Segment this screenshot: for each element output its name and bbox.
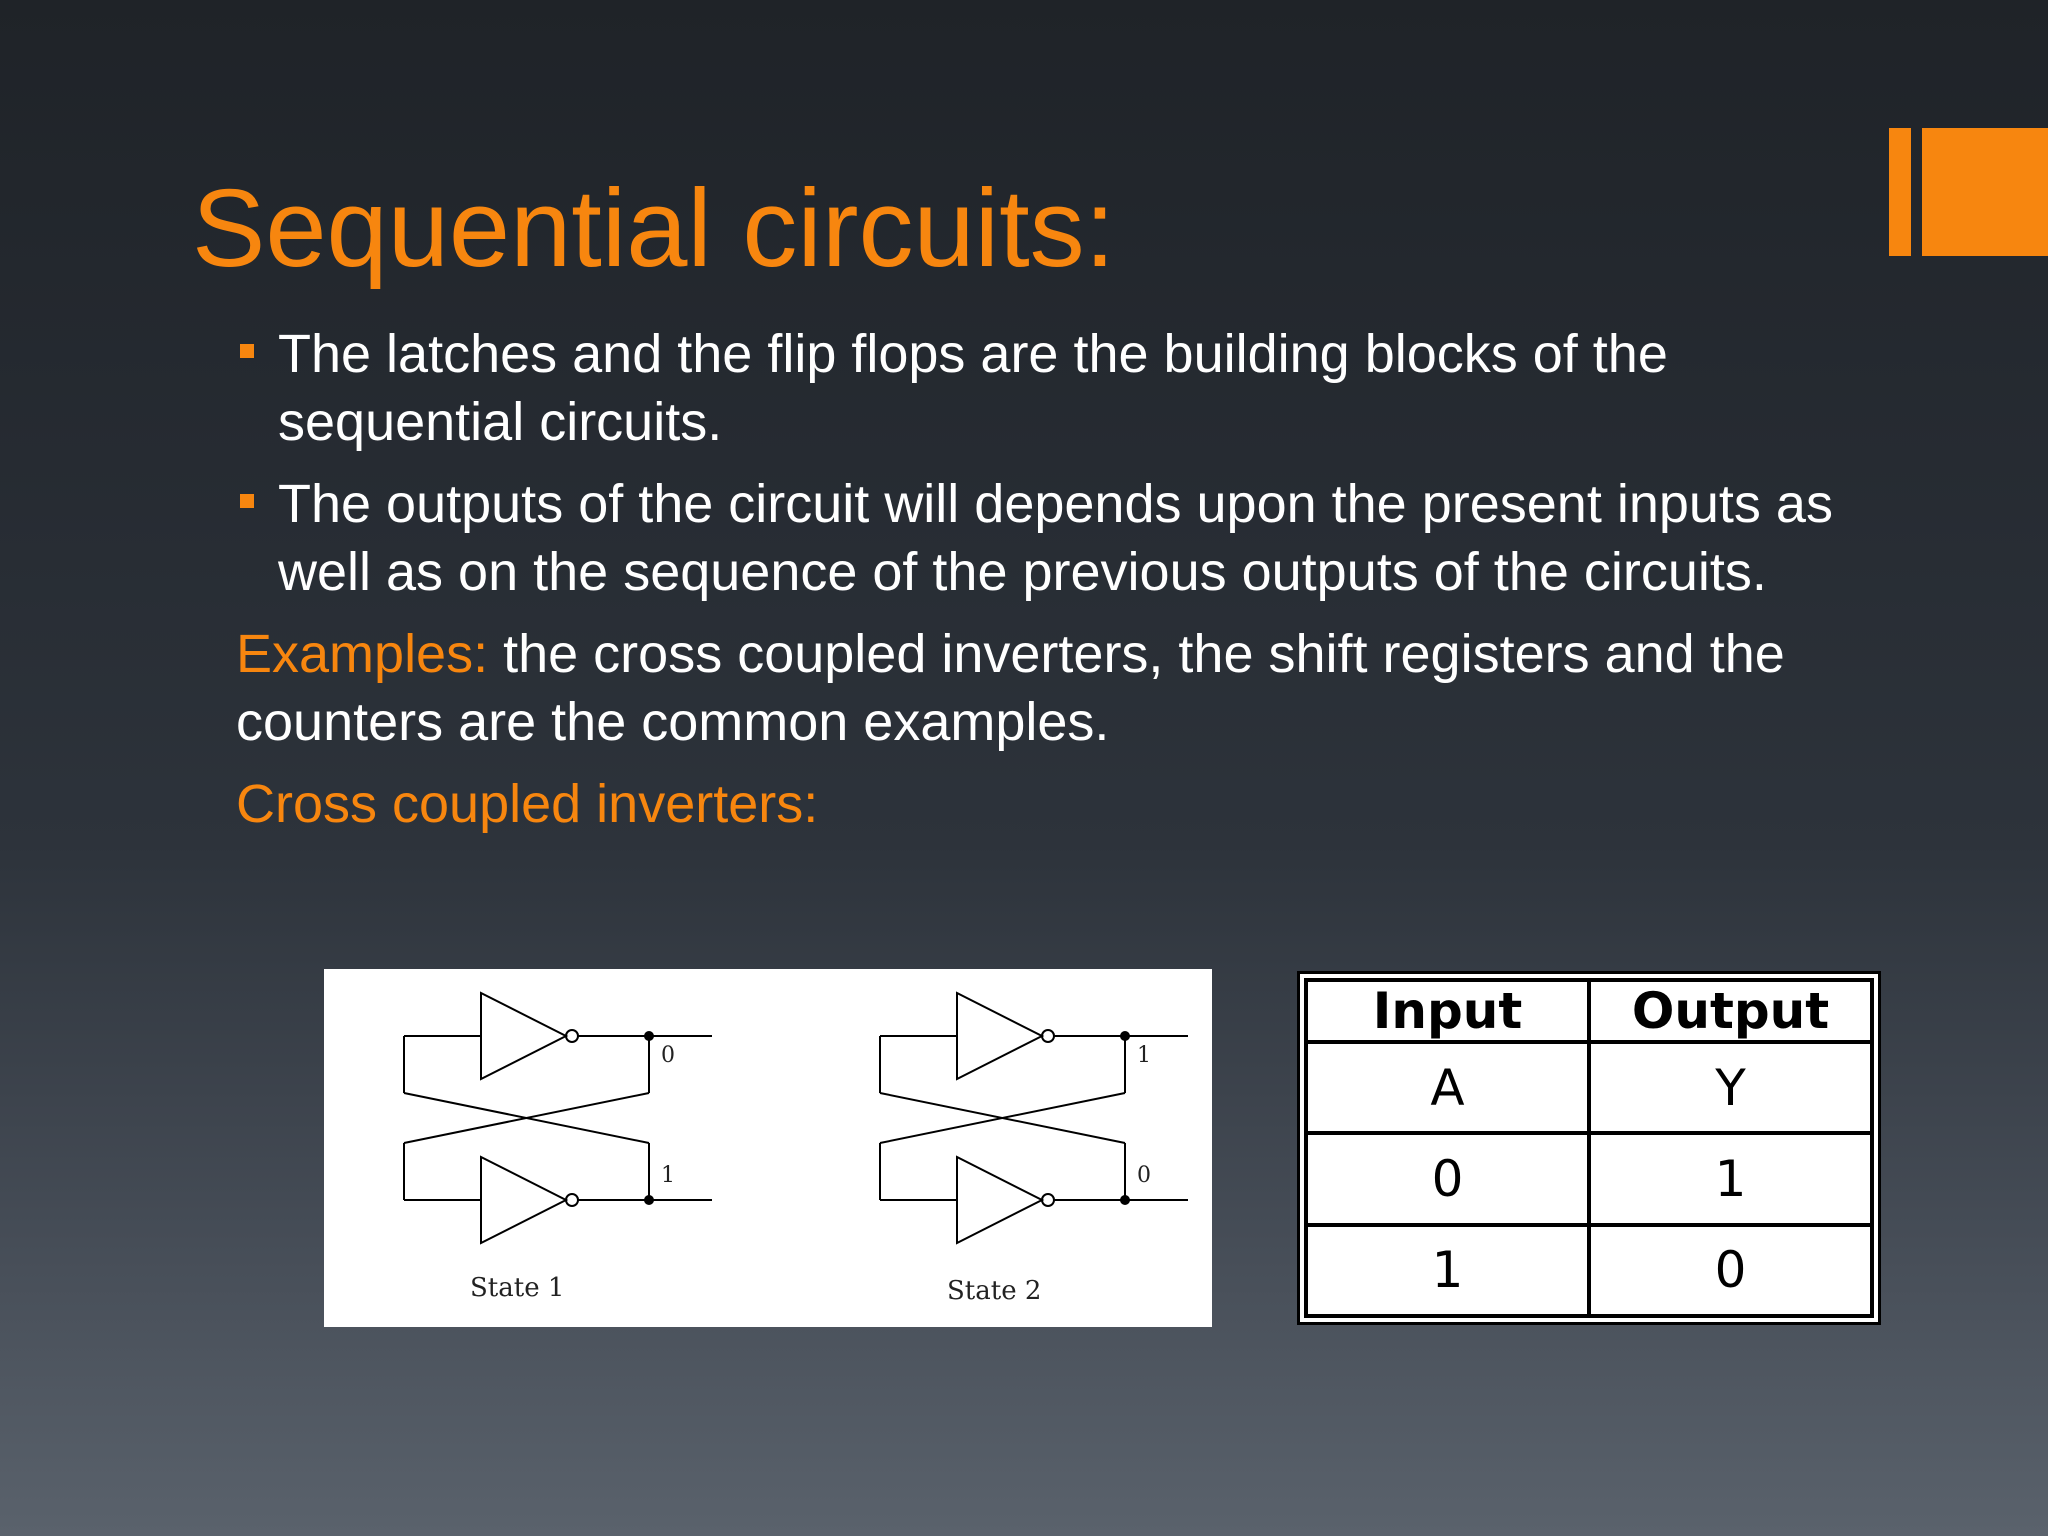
state-1-caption: State 1: [470, 1273, 564, 1303]
header-output: Output: [1587, 978, 1874, 1044]
bullet-text: The outputs of the circuit will depends …: [278, 474, 1833, 602]
subheading: Cross coupled inverters:: [236, 774, 819, 834]
inverter-diagram-svg: 0 1 1 0 State 1 State 2: [403, 991, 1188, 1306]
examples-paragraph: Examples: the cross coupled inverters, t…: [236, 620, 1836, 756]
square-bullet-icon: [240, 344, 254, 358]
state-1-bottom-output: 1: [661, 1163, 675, 1188]
inverter-bottom-icon: [480, 1155, 569, 1245]
state-1-top-output: 0: [661, 1043, 675, 1068]
examples-label: Examples:: [236, 624, 489, 684]
table-cell: Y: [1587, 1039, 1874, 1136]
state-2-circuit: [879, 991, 1188, 1245]
table-cell: A: [1304, 1039, 1591, 1136]
table-header-row: Input Output: [1304, 978, 1874, 1044]
inverter-top-icon: [480, 991, 569, 1081]
table-row: A Y: [1304, 1039, 1874, 1136]
square-bullet-icon: [240, 494, 254, 508]
state-2-caption: State 2: [947, 1276, 1041, 1306]
slide-title: Sequential circuits:: [192, 167, 1116, 290]
bullet-item: The latches and the flip flops are the b…: [236, 320, 1836, 456]
accent-bar-block: [1922, 128, 2048, 256]
table-cell: 1: [1587, 1131, 1874, 1227]
bullet-item: The outputs of the circuit will depends …: [236, 470, 1836, 606]
table-cell: 0: [1304, 1131, 1591, 1227]
table-row: 1 0: [1304, 1222, 1874, 1319]
header-input: Input: [1304, 978, 1591, 1044]
state-2-top-output: 1: [1137, 1043, 1151, 1068]
table-cell: 0: [1587, 1222, 1874, 1319]
table-cell: 1: [1304, 1222, 1591, 1319]
state-1-circuit: [403, 991, 712, 1245]
state-2-bottom-output: 0: [1137, 1163, 1151, 1188]
truth-table: Input Output A Y 0 1 1 0: [1297, 971, 1881, 1325]
table-row: 0 1: [1304, 1131, 1874, 1227]
truth-table-grid: Input Output A Y 0 1 1 0: [1304, 978, 1874, 1319]
accent-bar-thin: [1889, 128, 1911, 256]
bullet-text: The latches and the flip flops are the b…: [278, 324, 1668, 452]
examples-text: the cross coupled inverters, the shift r…: [236, 624, 1785, 752]
slide-body: The latches and the flip flops are the b…: [236, 320, 1836, 852]
cross-coupled-inverters-diagram: 0 1 1 0 State 1 State 2: [324, 969, 1212, 1327]
